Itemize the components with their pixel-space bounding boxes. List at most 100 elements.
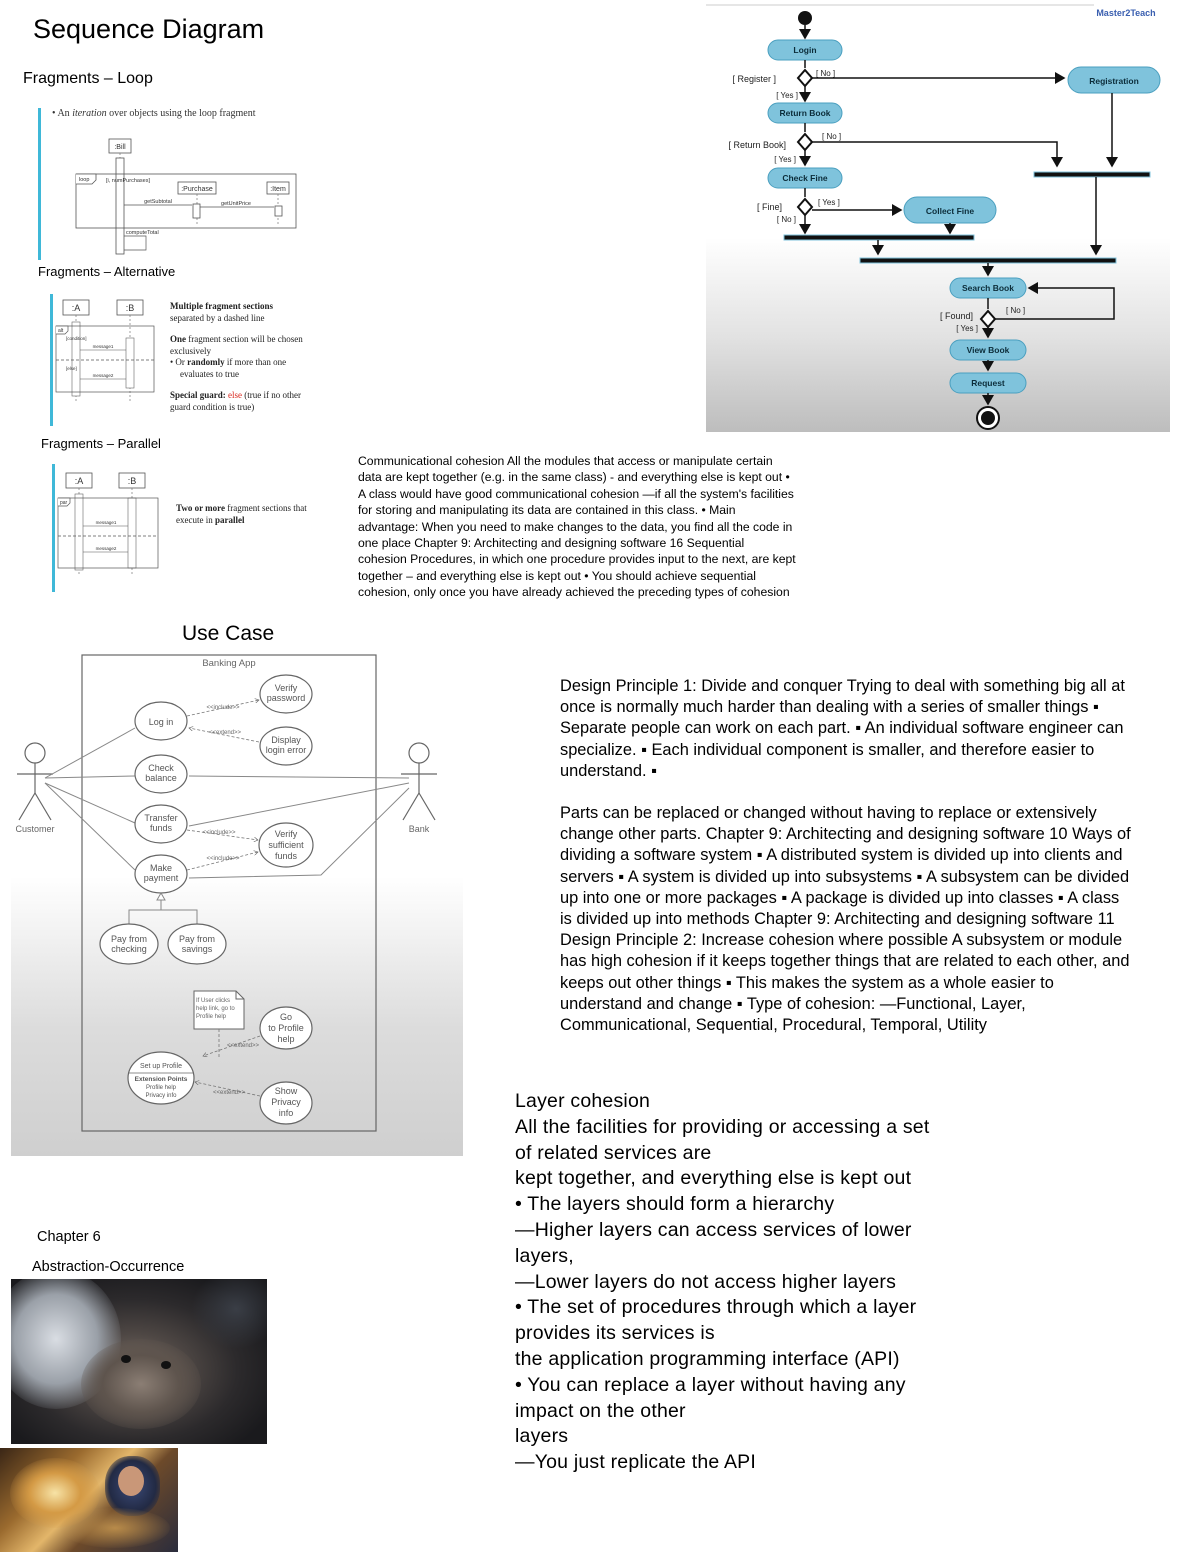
accent-bar: [50, 294, 53, 426]
activity-diagram: Master2Teach Login [ Register ] [ No ] […: [706, 4, 1161, 430]
node-registration: [1067, 66, 1161, 94]
usecase-label: Profile help: [146, 1085, 177, 1091]
usecase-transfer-funds: [134, 804, 188, 844]
decision-found: [979, 309, 997, 329]
usecase-label: login error: [266, 745, 307, 755]
layer-cohesion-line: the application programming interface (A…: [515, 1347, 900, 1370]
usecase-verify-sufficient-funds: [258, 822, 314, 868]
accent-bar: [38, 108, 41, 260]
design-principle-text: Design Principle 1: Divide and conquer T…: [560, 676, 1132, 1036]
actor-customer: [17, 742, 53, 821]
fragment-tag: par: [60, 500, 68, 506]
join-bar: [859, 257, 1117, 264]
usecase-label: Transfer: [144, 813, 177, 823]
node-label: Return Book: [780, 108, 831, 118]
usecase-verify-password: [259, 674, 313, 714]
cat-photo: [11, 1279, 267, 1444]
actor-label: Customer: [15, 824, 54, 834]
message-label: message1: [93, 344, 114, 349]
usecase-display-login-error: [259, 726, 313, 766]
actor-label: Bank: [409, 824, 430, 834]
relation-label: <<extend>>: [227, 1043, 260, 1049]
lifeline-label: :Bill: [114, 144, 126, 151]
usecase-log-in: [134, 701, 188, 741]
parallel-fragment-diagram: :A :B par message1 message2: [57, 472, 159, 576]
usecase-label: Check: [148, 763, 174, 773]
usecase-label: Verify: [275, 683, 298, 693]
guard-label: [ No ]: [1006, 306, 1025, 315]
join-bar: [1033, 171, 1151, 178]
guard-label: [ No ]: [777, 215, 796, 224]
node-label: Search Book: [962, 283, 1014, 293]
loop-tag: loop: [79, 177, 89, 183]
design-principle-para-1: Design Principle 1: Divide and conquer T…: [560, 677, 1125, 780]
usecase-label: funds: [275, 851, 298, 861]
guard-label: [ Yes ]: [818, 198, 840, 207]
usecase-check-balance: [134, 754, 188, 794]
usecase-label: checking: [111, 944, 147, 954]
usecase-label: Show: [275, 1086, 298, 1096]
usecase-label: Pay from: [179, 934, 215, 944]
node-label: Request: [971, 378, 1005, 388]
message-label: message2: [96, 546, 117, 551]
game-art-image: [0, 1448, 178, 1552]
page-title: Sequence Diagram: [33, 14, 265, 44]
message-label: getUnitPrice: [221, 201, 251, 207]
communicational-cohesion-text: Communicational cohesion All the modules…: [358, 454, 796, 600]
node-label: Collect Fine: [926, 206, 974, 216]
decision-register: [796, 68, 814, 88]
layer-cohesion-text: Layer cohesion All the facilities for pr…: [515, 1089, 995, 1476]
layer-cohesion-line: • The layers should form a hierarchy: [515, 1193, 835, 1216]
guard-label: [ Yes ]: [776, 91, 798, 100]
note-line: help link, go to: [196, 1006, 235, 1012]
guard-label: [ Return Book]: [728, 140, 786, 150]
usecase-label: payment: [144, 873, 179, 883]
relation-label: <<include>>: [202, 830, 236, 836]
layer-cohesion-line: impact on the other: [515, 1399, 686, 1422]
usecase-label: Privacy: [271, 1097, 301, 1107]
guard-label: [ No ]: [822, 132, 841, 141]
usecase-label: Extension Points: [135, 1076, 188, 1083]
relation-label: <<extend>>: [213, 1090, 246, 1096]
layer-cohesion-line: of related services are: [515, 1141, 712, 1164]
decision-fine: [796, 197, 814, 217]
layer-cohesion-line: layers,: [515, 1244, 574, 1267]
guard-label: [ Found]: [940, 311, 973, 321]
usecase-show-privacy-info: [259, 1081, 313, 1125]
loop-heading: Fragments – Loop: [23, 70, 153, 87]
alternative-fragment-diagram: :A :B alt [condition] [else] message1 me…: [55, 299, 155, 401]
brand-logo: Master2Teach: [1096, 8, 1155, 18]
usecase-label: Display: [271, 735, 301, 745]
relation-label: <<extend>>: [209, 730, 242, 736]
layer-cohesion-line: —Lower layers do not access higher layer…: [515, 1270, 897, 1293]
layer-cohesion-line: —Higher layers can access services of lo…: [515, 1218, 912, 1241]
usecase-go-to-profile-help: [259, 1006, 313, 1050]
usecase-label: password: [267, 693, 306, 703]
guard-label: [ No ]: [816, 69, 835, 78]
alternative-heading: Fragments – Alternative: [38, 264, 176, 279]
lifeline-label: :A: [75, 476, 84, 486]
lifeline-label: :Purchase: [181, 186, 213, 193]
layer-cohesion-line: • The set of procedures through which a …: [515, 1296, 917, 1319]
guard-label: [condition]: [66, 336, 87, 341]
guard-label: [ Yes ]: [774, 155, 796, 164]
usecase-label: info: [279, 1108, 294, 1118]
guard-label: [ Register ]: [732, 74, 776, 84]
parallel-notes: Two or more fragment sections that execu…: [176, 503, 307, 525]
usecase-diagram: Banking App Customer Bank: [15, 654, 437, 1132]
usecase-label: Make: [150, 863, 172, 873]
usecase-label: Log in: [149, 717, 174, 727]
usecase-label: to Profile: [268, 1023, 304, 1033]
usecase-label: Pay from: [111, 934, 147, 944]
node-label: Login: [793, 45, 816, 55]
chapter-label: Chapter 6: [37, 1229, 101, 1245]
usecase-title: Use Case: [182, 622, 275, 645]
loop-fragment-diagram: :Bill :Purchase :Item loop [i, numPurcha…: [75, 138, 297, 255]
relation-label: <<include>>: [206, 856, 240, 862]
activity-diagram-panel: Master2Teach Login [ Register ] [ No ] […: [706, 0, 1170, 432]
usecase-label: Go: [280, 1012, 292, 1022]
node-label: Check Fine: [782, 173, 828, 183]
usecase-note: If User clicks help link, go to Profile …: [193, 990, 245, 1030]
system-label: Banking App: [202, 658, 255, 669]
accent-bar: [52, 464, 55, 592]
